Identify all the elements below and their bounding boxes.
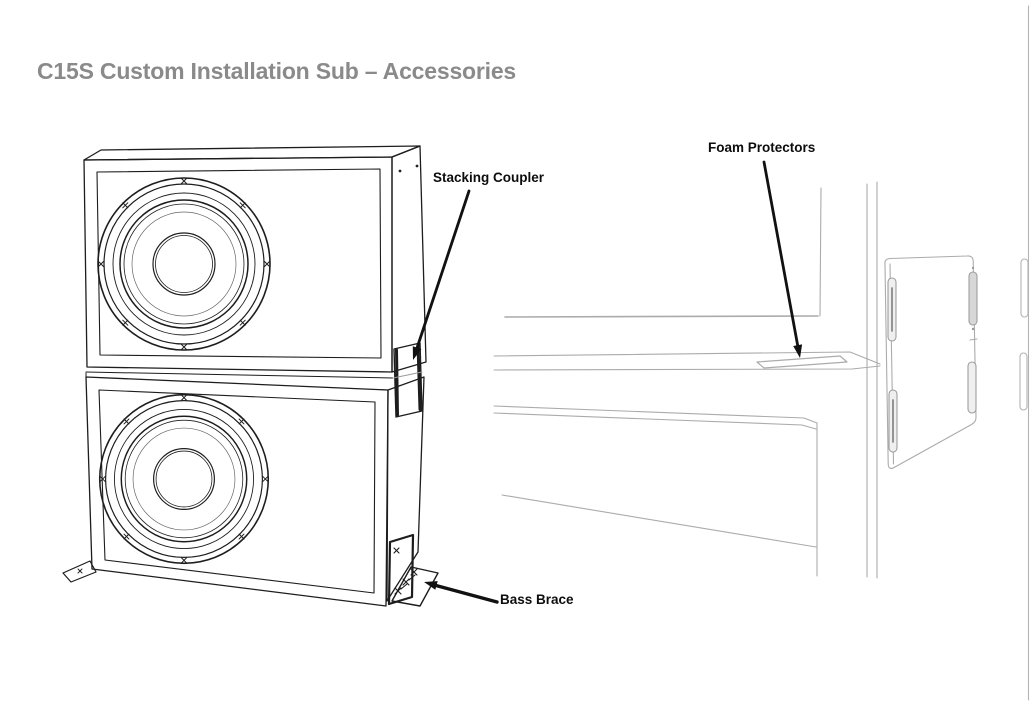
panel-slot bbox=[1020, 258, 1029, 318]
adjacent-panel-edge bbox=[1019, 5, 1030, 701]
stacking-coupler-label: Stacking Coupler bbox=[433, 170, 545, 185]
foam-protectors-label: Foam Protectors bbox=[708, 140, 816, 155]
cabinet-corner-post bbox=[866, 181, 878, 579]
bass-brace-arrow bbox=[424, 581, 499, 604]
panel-slot bbox=[1019, 352, 1028, 411]
bass-brace-part bbox=[387, 533, 439, 607]
foam-protectors-arrow bbox=[762, 160, 803, 358]
stacking-coupler-arrow bbox=[412, 189, 471, 360]
page-title: C15S Custom Installation Sub – Accessori… bbox=[37, 58, 517, 84]
upper-woofer bbox=[97, 177, 271, 351]
panel-slot bbox=[968, 271, 978, 326]
upper-cabinet-outline bbox=[504, 187, 822, 318]
stacked-subwoofers-drawing bbox=[62, 145, 439, 607]
upper-cabinet bbox=[83, 145, 427, 373]
bass-brace-label: Bass Brace bbox=[500, 592, 574, 607]
lower-cabinet bbox=[85, 376, 425, 607]
lower-woofer bbox=[98, 393, 270, 565]
cabinet-joint-lines bbox=[85, 371, 394, 379]
foam-protector-installation-drawing bbox=[493, 5, 1030, 701]
rear-panel bbox=[884, 255, 978, 469]
stacking-coupler-part bbox=[392, 342, 423, 418]
foam-protector-part bbox=[756, 355, 848, 369]
lower-cabinet-outline bbox=[493, 405, 818, 577]
foam-sheet bbox=[493, 351, 881, 371]
annotation-arrows bbox=[412, 160, 803, 604]
floor-flap-part bbox=[62, 560, 97, 583]
panel-slot bbox=[967, 361, 977, 414]
